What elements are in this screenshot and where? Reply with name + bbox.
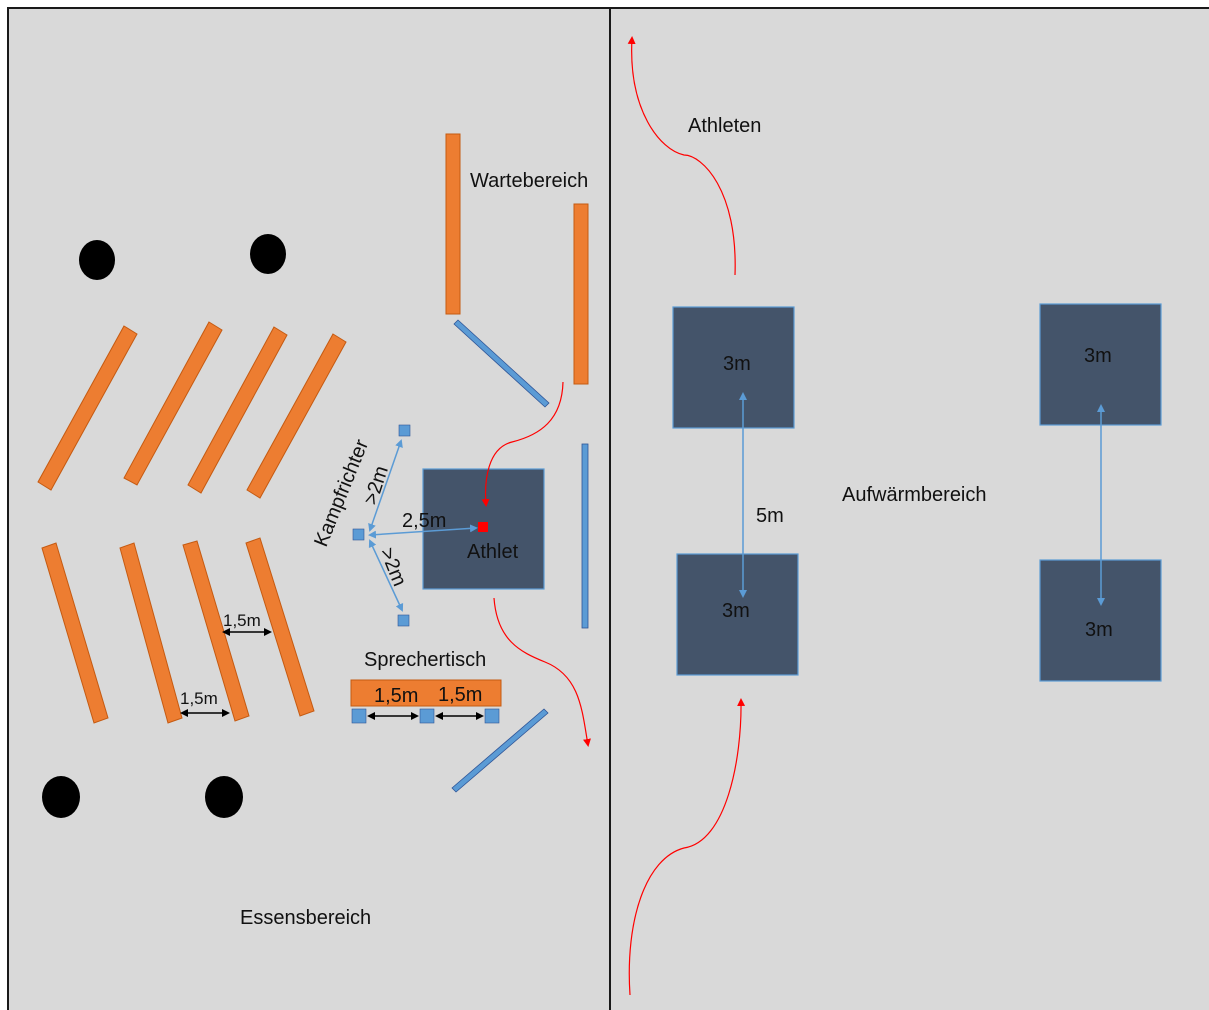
dim-bench-gap-1: 1,5m <box>223 611 261 630</box>
waiting-bench-1 <box>445 133 461 315</box>
round-table-1 <box>79 240 115 280</box>
round-table-2 <box>250 234 286 274</box>
round-table-3 <box>42 776 80 818</box>
judge-square-icon <box>397 614 410 627</box>
label-athlete: Athlet <box>467 541 519 563</box>
table-column-icon <box>351 708 367 724</box>
mat-size-3: 3m <box>1084 345 1112 367</box>
warmup-mat-1 <box>672 306 795 429</box>
arrow-icon <box>481 381 564 507</box>
bench <box>41 542 109 724</box>
mat-size-4: 3m <box>1085 619 1113 641</box>
label-athletes: Athleten <box>688 115 761 137</box>
barrier-vertical <box>581 443 589 629</box>
dim-table-gap-2: 1,5m <box>438 684 482 706</box>
arrow-icon <box>493 597 591 747</box>
round-table-4 <box>205 776 243 818</box>
mat-size-1: 3m <box>723 353 751 375</box>
barrier-diagonal-upper <box>453 319 550 408</box>
label-waiting-area: Wartebereich <box>470 170 588 192</box>
warmup-mat-2 <box>676 553 799 676</box>
dim-table-gap-1: 1,5m <box>374 685 418 707</box>
bench <box>246 333 347 499</box>
judge-square-icon <box>398 424 411 437</box>
athlete-marker <box>478 522 488 532</box>
dim-judge-athlete: 2,5m <box>402 510 446 532</box>
judge-square-icon <box>352 528 365 541</box>
arrow-icon <box>627 36 736 276</box>
double-arrow-icon <box>368 539 404 612</box>
label-announcer-table: Sprechertisch <box>364 649 486 671</box>
waiting-bench-2 <box>573 203 589 385</box>
label-dining-area: Essensbereich <box>240 907 371 929</box>
bench-group-upper <box>37 321 347 499</box>
bench <box>245 537 315 717</box>
table-column-icon <box>419 708 435 724</box>
label-warmup-area: Aufwärmbereich <box>842 484 987 506</box>
dim-mat-gap: 5m <box>756 505 784 527</box>
announcer-table <box>350 679 502 707</box>
bench-group-lower <box>41 537 315 724</box>
bench <box>119 542 183 724</box>
table-column-icon <box>484 708 500 724</box>
bench <box>37 325 138 491</box>
hall-floor <box>7 8 1209 1010</box>
bench <box>182 540 250 722</box>
bench <box>123 321 223 486</box>
dim-bench-gap-2: 1,5m <box>180 689 218 708</box>
barrier-diagonal-lower <box>451 708 549 793</box>
double-arrow-icon <box>368 439 403 532</box>
arrow-icon <box>628 698 746 996</box>
bench <box>187 326 288 494</box>
double-arrow-icon <box>368 524 478 539</box>
mat-size-2: 3m <box>722 600 750 622</box>
